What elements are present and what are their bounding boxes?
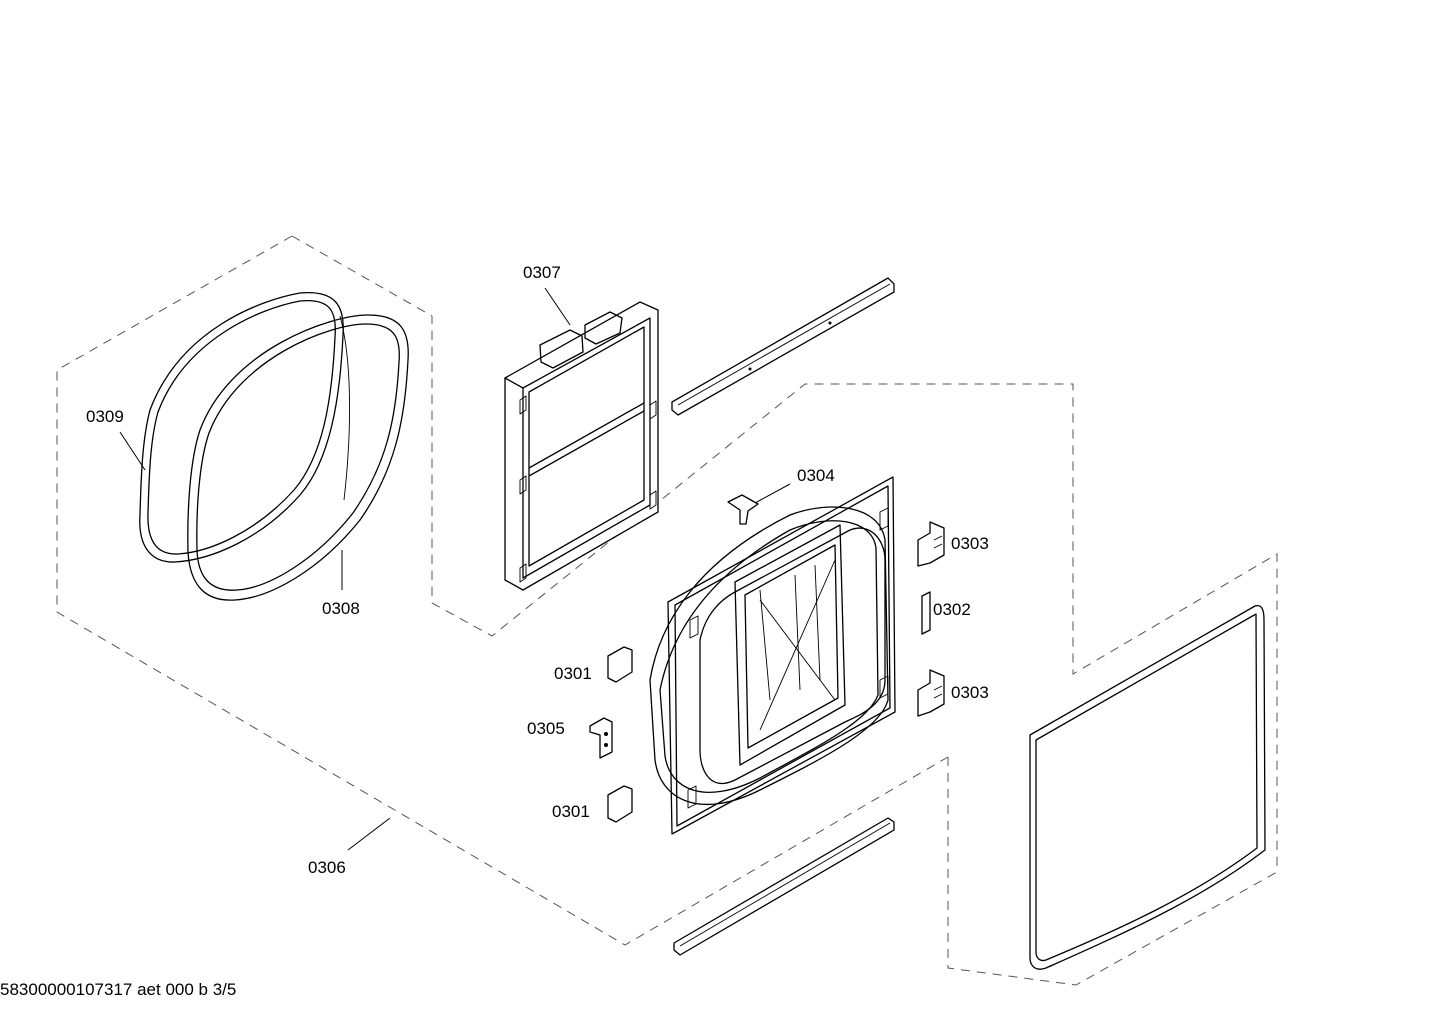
- callout-0306: 0306: [308, 858, 346, 877]
- callout-0302: 0302: [933, 600, 971, 619]
- part-front-panel: [1029, 604, 1266, 970]
- part-0305-bracket: [589, 717, 613, 759]
- callout-0309: 0309: [86, 407, 124, 426]
- callout-0308: 0308: [322, 599, 360, 618]
- part-0303-hinge-top: [917, 521, 945, 567]
- part-0301-pad-top: [607, 646, 633, 683]
- diagram-reference-code: 58300000107317 aet 000 b 3/5: [0, 980, 237, 999]
- callout-0307: 0307: [523, 263, 561, 282]
- callout-0301-top: 0301: [554, 664, 592, 683]
- part-0303-hinge-bottom: [917, 669, 945, 717]
- callout-0305: 0305: [527, 719, 565, 738]
- callout-labels: 0307 0309 0308 0304 0303 0302 0303 0301 …: [86, 263, 989, 877]
- part-0308-gasket: [187, 314, 409, 601]
- leader-lines: [119, 287, 791, 851]
- part-0304-latch: [727, 494, 759, 525]
- callout-0303-top: 0303: [951, 534, 989, 553]
- part-door-inner-frame: [649, 476, 896, 835]
- part-0307-filter-frame: [504, 301, 659, 591]
- part-0301-pad-bottom: [607, 785, 633, 823]
- callout-0301-bottom: 0301: [552, 802, 590, 821]
- callout-0304: 0304: [797, 466, 835, 485]
- assembly-outlines: [56, 235, 1278, 986]
- callout-0303-bottom: 0303: [951, 683, 989, 702]
- part-0302-strip: [921, 591, 931, 635]
- part-bottom-rail: [673, 817, 895, 956]
- part-top-rail: [671, 277, 895, 416]
- part-0309-seal-ring: [139, 291, 344, 563]
